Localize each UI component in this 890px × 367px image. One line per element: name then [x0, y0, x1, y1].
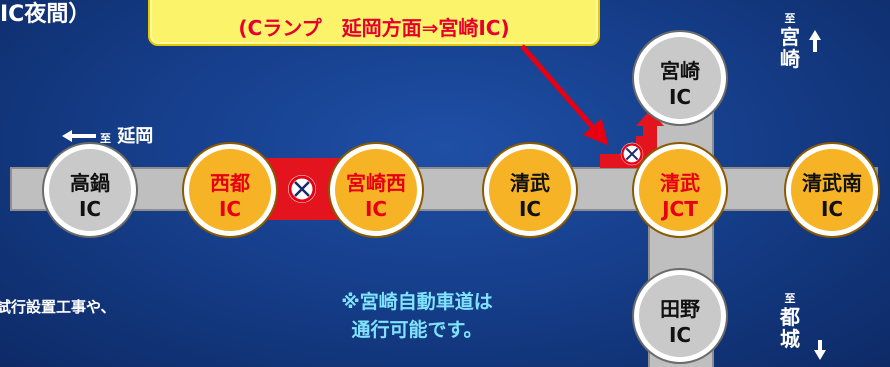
- direction-prefix: 至: [100, 132, 111, 145]
- direction-miyakonojo: 至 都 城: [778, 292, 802, 350]
- node-miyazakinishi-ic: 宮崎西 IC: [330, 144, 422, 236]
- callout-text: (Cランプ 延岡方面⇒宮崎IC): [238, 16, 510, 40]
- page-title: IC夜間）: [0, 2, 91, 27]
- node-tano-ic: 田野 IC: [634, 270, 726, 362]
- node-type: IC: [518, 197, 542, 221]
- direction-prefix: 至: [784, 12, 796, 25]
- direction-char: 都: [780, 305, 800, 329]
- node-name: 宮崎西: [346, 171, 406, 195]
- node-type: IC: [668, 323, 692, 347]
- direction-char: 宮: [780, 25, 800, 49]
- no-entry-sign-icon: [620, 142, 644, 166]
- closure-callout: (Cランプ 延岡方面⇒宮崎IC): [148, 0, 600, 46]
- node-saito-ic: 西都 IC: [184, 144, 276, 236]
- node-type: IC: [820, 197, 844, 221]
- node-name: 清武: [510, 171, 550, 195]
- node-takanabe-ic: 高鍋 IC: [44, 144, 136, 236]
- no-entry-sign-icon: [288, 175, 316, 203]
- note-center: ※宮崎自動車道は 通行可能です。: [292, 288, 542, 344]
- higashikyushu-expressway-road: [10, 167, 878, 211]
- node-name: 清武南: [802, 171, 862, 195]
- node-type: IC: [364, 197, 388, 221]
- direction-char: 城: [780, 327, 800, 351]
- node-type: IC: [218, 197, 242, 221]
- node-kiyotake-jct: 清武 JCT: [634, 144, 726, 236]
- west-arrow-icon: [62, 130, 96, 142]
- direction-prefix: 至: [784, 292, 796, 305]
- direction-char: 崎: [780, 47, 800, 71]
- south-arrow-icon: [814, 340, 826, 360]
- callout-pointer-arrow: [520, 44, 609, 146]
- node-miyazaki-ic: 宮崎 IC: [634, 32, 726, 124]
- node-name: 西都: [210, 171, 250, 195]
- note-line-1: ※宮崎自動車道は: [341, 291, 493, 313]
- direction-miyazaki: 至 宮 崎: [778, 12, 802, 70]
- north-arrow-icon: [809, 30, 821, 52]
- node-name: 田野: [660, 297, 700, 321]
- direction-nobeoka: 至 延岡: [100, 122, 153, 148]
- node-name: 清武: [660, 171, 700, 195]
- ramp-up-arrow-icon: [636, 110, 664, 154]
- note-line-2: 通行可能です。: [351, 319, 483, 341]
- node-name: 高鍋: [70, 171, 110, 195]
- note-left: 試行設置工事や、: [0, 298, 116, 316]
- node-name: 宮崎: [660, 59, 700, 83]
- node-type: IC: [668, 85, 692, 109]
- node-type: IC: [78, 197, 102, 221]
- node-kiyotakeminami-ic: 清武南 IC: [786, 144, 878, 236]
- direction-label: 延岡: [117, 126, 154, 147]
- node-kiyotake-ic: 清武 IC: [484, 144, 576, 236]
- node-type: JCT: [662, 197, 698, 221]
